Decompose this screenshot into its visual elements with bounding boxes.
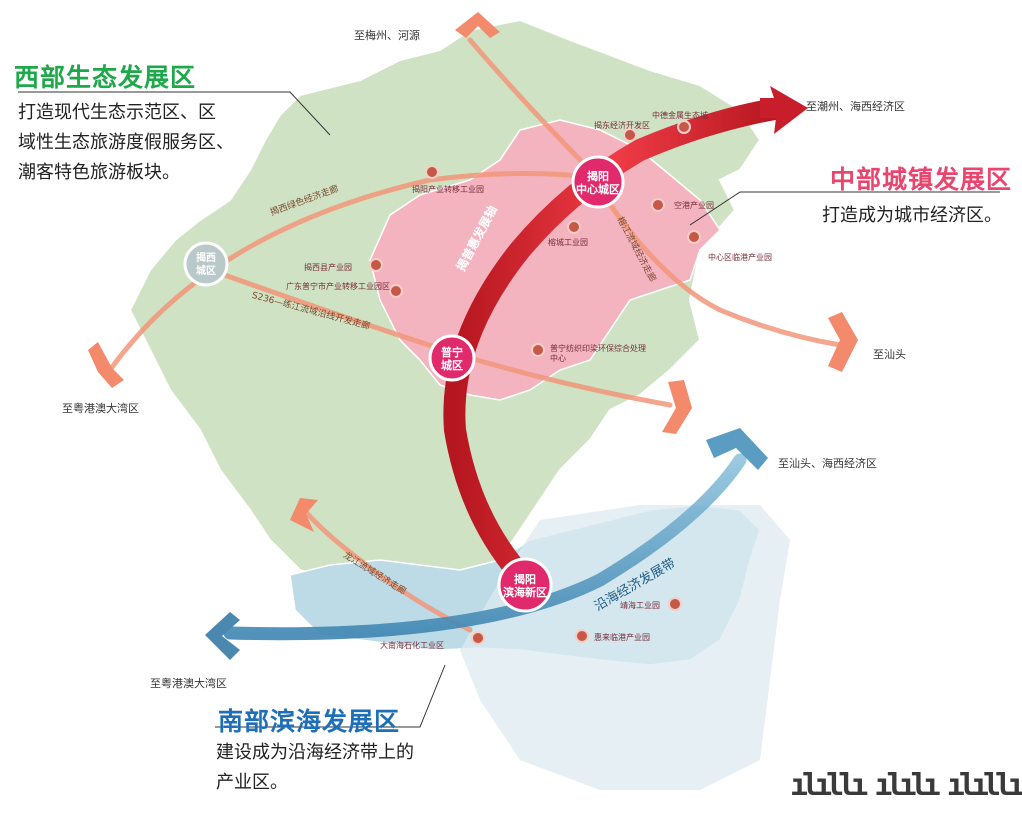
poi-marker-7 — [567, 220, 581, 234]
zone-desc-south: 建设成为沿海经济带上的 产业区。 — [216, 738, 414, 798]
zone-desc-west-line2: 域性生态旅游度假服务区、 — [18, 132, 234, 153]
poi-label-10: 惠来临港产业园 — [594, 633, 650, 642]
center-jiexi: 揭西 城区 — [184, 252, 228, 278]
poi-marker-11 — [668, 597, 682, 611]
poi-label-7: 榕城工业园 — [548, 238, 588, 247]
center-jiexi-line2: 城区 — [196, 266, 216, 277]
poi-marker-5 — [369, 258, 383, 272]
center-puning-line2: 城区 — [441, 359, 463, 372]
zone-desc-south-line2: 产业区。 — [216, 772, 288, 793]
center-binhai: 揭阳 滨海新区 — [496, 573, 554, 599]
dest-shantou: 至汕头 — [873, 348, 906, 361]
north-south-axis — [443, 97, 782, 588]
zone-desc-west: 打造现代生态示范区、区 域性生态旅游度假服务区、 潮客特色旅游板块。 — [18, 98, 234, 188]
poi-label-9: 普宁纺织印染环保综合处理中心 — [550, 344, 646, 363]
dest-gba-lower: 至粤港澳大湾区 — [150, 677, 227, 690]
zone-desc-south-line1: 建设成为沿海经济带上的 — [216, 742, 414, 763]
corridor-rongjiang — [597, 187, 843, 348]
poi-label-2: 揭东经济开发区 — [594, 121, 650, 130]
leader-lines — [18, 91, 1000, 728]
dest-shantou-haixi: 至汕头、海西经济区 — [778, 457, 877, 470]
center-jiexi-line1: 揭西 — [196, 253, 216, 264]
watermark: ılıllı ılılı ılıllı — [790, 768, 1022, 803]
coastal-axis-east-arrow — [706, 428, 768, 470]
center-jieyang-line1: 揭阳 — [587, 170, 609, 183]
coastal-axis-west-arrow — [205, 612, 240, 660]
dest-gba-upper: 至粤港澳大湾区 — [62, 402, 139, 415]
leader-central — [689, 191, 1000, 226]
arrow-longjiang — [290, 498, 318, 532]
center-binhai-line2: 滨海新区 — [503, 586, 547, 599]
poi-marker-9 — [531, 343, 545, 357]
zone-desc-west-line1: 打造现代生态示范区、区 — [18, 102, 216, 123]
arrow-gba-upper — [88, 342, 124, 388]
center-puning-circle — [428, 334, 476, 382]
poi-marker-3 — [425, 165, 439, 179]
center-puning-line1: 普宁 — [441, 346, 463, 359]
poi-label-1: 中德金属生态城 — [652, 111, 708, 120]
poi-marker-10 — [575, 629, 589, 643]
land-region-pink — [369, 119, 721, 401]
arrow-meizhou — [455, 12, 500, 38]
poi-marker-4 — [651, 198, 665, 212]
center-jieyang-circle — [571, 155, 625, 209]
leader-south — [215, 664, 446, 728]
corridor-west-green — [107, 170, 603, 373]
center-jieyang-line2: 中心城区 — [576, 183, 620, 196]
center-puning: 普宁 城区 — [428, 346, 476, 372]
zone-title-central: 中部城镇发展区 — [830, 165, 1013, 194]
zone-title-south: 南部滨海发展区 — [218, 707, 401, 736]
corridor-arrowheads — [88, 12, 858, 532]
leader-west — [18, 91, 331, 136]
corridor-longjiang — [297, 502, 473, 633]
poi-label-6: 广东普宁市产业转移工业园区 — [286, 282, 390, 291]
north-south-axis-arrow — [760, 86, 808, 134]
center-binhai-circle — [497, 557, 553, 613]
poi-marker-1 — [677, 120, 691, 134]
zone-desc-central-line1: 打造成为城市经济区。 — [822, 205, 1002, 226]
dest-chaozhou: 至潮州、海西经济区 — [806, 100, 905, 113]
arrow-puning-east — [662, 380, 692, 434]
poi-markers — [369, 120, 701, 645]
zone-title-west: 西部生态发展区 — [14, 63, 197, 92]
zone-desc-west-line3: 潮客特色旅游板块。 — [18, 162, 180, 183]
poi-marker-12 — [471, 631, 485, 645]
poi-marker-8 — [687, 230, 701, 244]
dest-meizhou: 至梅州、河源 — [354, 29, 420, 42]
poi-label-8: 中心区临港产业园 — [708, 253, 772, 262]
poi-label-5: 揭西县产业园 — [304, 263, 352, 272]
center-binhai-line1: 揭阳 — [514, 573, 536, 586]
poi-label-11: 靖海工业园 — [620, 601, 660, 610]
center-jiexi-circle — [183, 241, 229, 287]
arrow-shantou — [828, 312, 858, 372]
coastal-axis — [223, 453, 747, 641]
poi-marker-6 — [389, 284, 403, 298]
poi-label-3: 揭阳产业转移工业园 — [412, 185, 484, 194]
poi-marker-2 — [623, 128, 637, 142]
poi-label-12: 大南海石化工业区 — [380, 641, 444, 650]
poi-label-4: 空港产业园 — [674, 201, 714, 210]
center-jieyang: 揭阳 中心城区 — [570, 170, 626, 196]
zone-desc-central: 打造成为城市经济区。 — [822, 201, 1002, 231]
